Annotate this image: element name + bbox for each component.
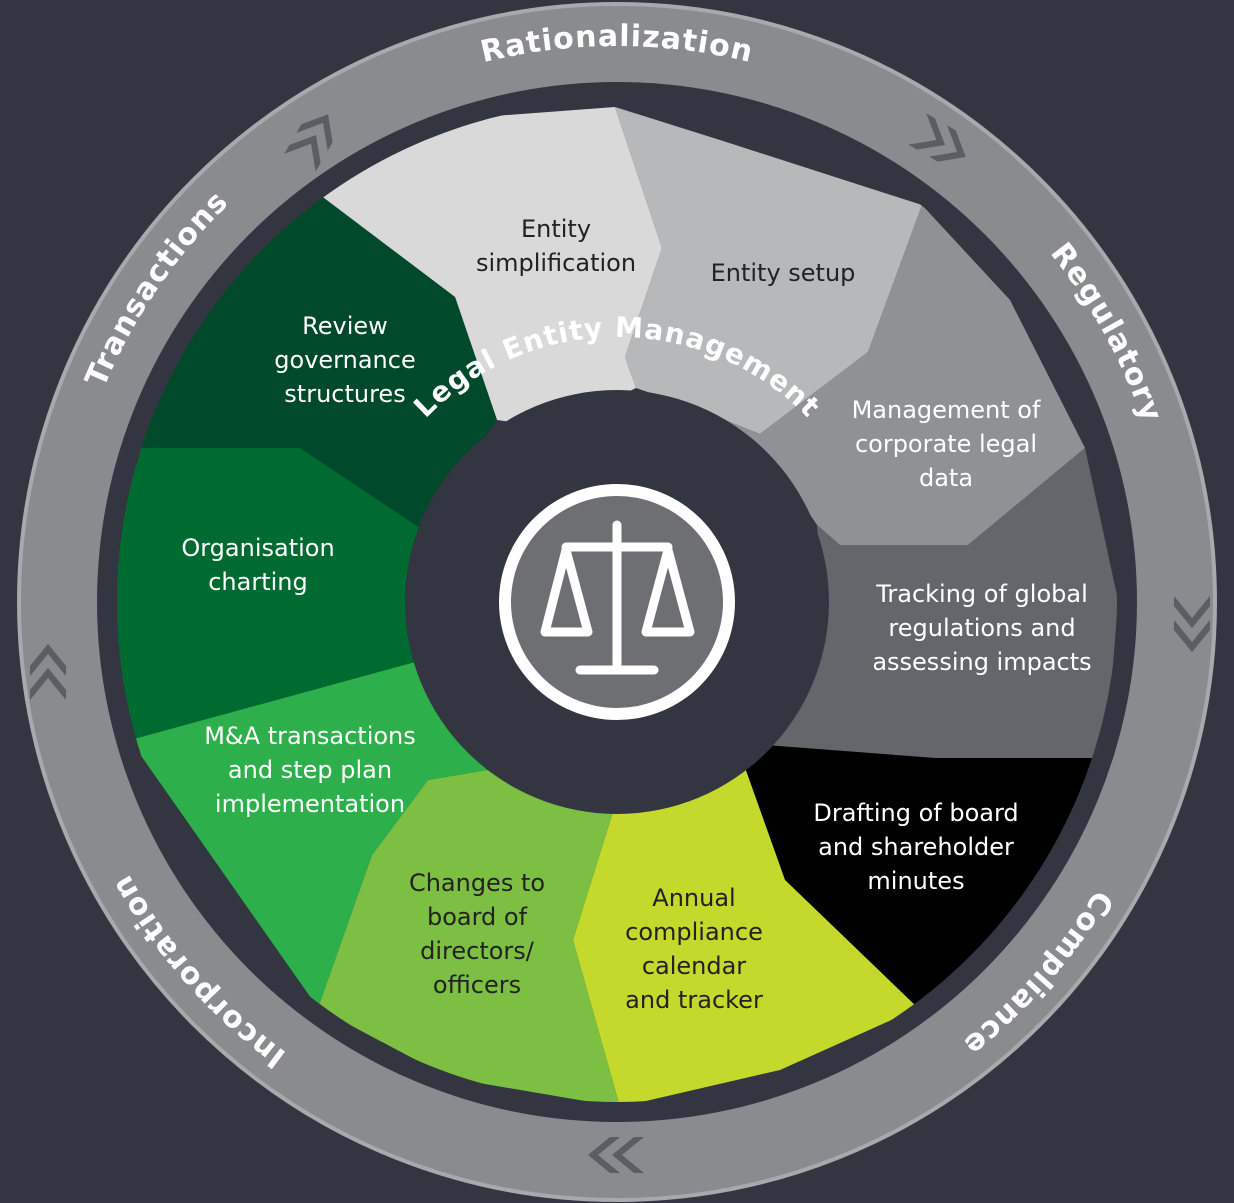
segment-drafting-board-minutes [738, 670, 1106, 1008]
segment-annual-compliance-calendar [573, 748, 918, 1102]
center-hub: Legal Entity Management [405, 311, 829, 814]
segment-label-line: directors/ [420, 937, 535, 965]
segment-label-tracking-global-regulations: Tracking of global regulations and assessi… [872, 580, 1091, 676]
segment-label-line: Tracking of global [875, 580, 1088, 608]
outer-ring-border [17, 2, 1217, 1202]
segment-ma-transactions [130, 662, 487, 1008]
segment-label-line: and step plan [228, 756, 392, 784]
segment-management-corporate-legal-data [700, 205, 1085, 545]
segment-label-line: data [919, 464, 973, 492]
segment-entity-setup [615, 107, 922, 434]
segment-label-line: and tracker [625, 986, 763, 1014]
segment-label-line: officers [433, 971, 521, 999]
segment-label-line: minutes [867, 867, 964, 895]
segment-label-line: structures [284, 380, 405, 408]
segment-label-line: board of [427, 903, 528, 931]
segment-label-line: Entity setup [711, 259, 856, 287]
balance-scale-icon [499, 484, 735, 720]
segment-label-line: Review [302, 312, 388, 340]
segment-label-line: charting [208, 568, 308, 596]
segment-label-organisation-charting: Organisation charting [181, 534, 334, 596]
segment-label-line: Organisation [181, 534, 334, 562]
segment-label-line: implementation [215, 790, 405, 818]
segment-label-management-corporate-legal-data: Management of corporate legal data [852, 396, 1041, 492]
segment-label-line: corporate legal [855, 430, 1037, 458]
segment-label-entity-simplification: Entity simplification [476, 215, 636, 277]
activity-segments: Entity simplification Entity setupManageme… [117, 107, 1117, 1102]
segment-label-line: simplification [476, 249, 636, 277]
segment-label-line: Entity [521, 215, 591, 243]
double-chevron-icon [908, 113, 966, 162]
segment-changes-board-directors [318, 770, 620, 1102]
segment-label-line: calendar [642, 952, 746, 980]
segment-tracking-global-regulations [765, 448, 1117, 758]
segment-label-review-governance: Review governance structures [274, 312, 415, 408]
segment-label-line: Annual [652, 884, 735, 912]
double-chevron-icon [588, 1137, 644, 1173]
double-chevron-icon [284, 114, 333, 172]
double-chevron-icon [1174, 596, 1210, 652]
segment-label-line: and shareholder [818, 833, 1014, 861]
segment-entity-simplification [320, 107, 662, 428]
segment-label-line: Management of [852, 396, 1041, 424]
segment-label-line: Drafting of board [813, 799, 1018, 827]
segment-label-drafting-board-minutes: Drafting of board and shareholder minutes [813, 799, 1018, 895]
segment-label-line: M&A transactions [204, 722, 416, 750]
double-chevron-icon [30, 644, 66, 700]
segment-label-line: regulations and [888, 614, 1075, 642]
segment-label-ma-transactions: M&A transactions and step plan implementat… [204, 722, 416, 818]
segment-label-line: compliance [625, 918, 763, 946]
ring-arrows [30, 113, 1210, 1173]
segment-label-line: Changes to [409, 869, 545, 897]
segment-label-entity-setup: Entity setup [711, 259, 856, 287]
segment-label-line: governance [274, 346, 415, 374]
segment-organisation-charting [117, 448, 420, 740]
segment-label-line: assessing impacts [872, 648, 1091, 676]
segment-label-changes-board-directors: Changes to board of directors/officers [409, 869, 545, 999]
segment-label-annual-compliance-calendar: Annual compliance calendar and tracker [625, 884, 763, 1014]
